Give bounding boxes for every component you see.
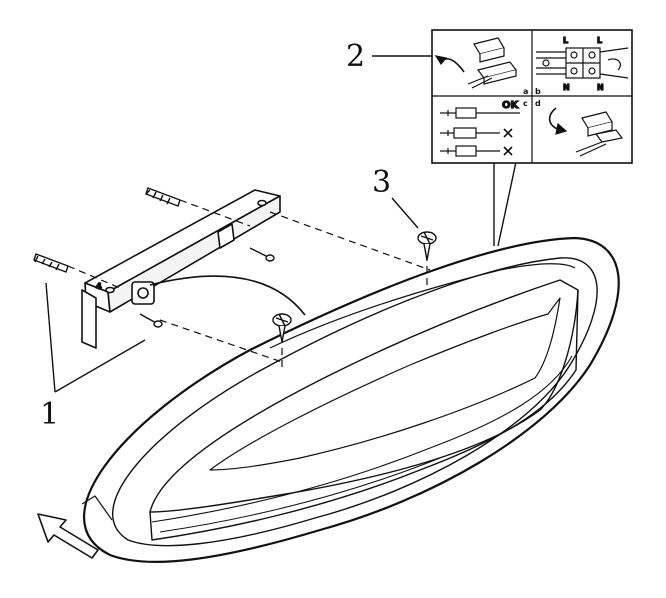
inset-label-d: d — [535, 99, 541, 108]
inset-label-c: c — [523, 99, 528, 108]
bracket-hole-right — [257, 199, 267, 207]
inset-cell-b: L L N N — [536, 35, 629, 93]
svg-text:N: N — [597, 83, 604, 92]
direction-arrow-icon — [37, 513, 99, 559]
callout-3: 3 — [372, 165, 391, 200]
shade-diffuser — [149, 279, 579, 513]
shade-bottom-band — [151, 355, 573, 523]
supply-cable — [149, 275, 306, 316]
shade-outer-rim — [82, 236, 620, 563]
svg-text:L: L — [597, 36, 602, 45]
shade-inner-rim — [111, 257, 598, 547]
bracket-slot — [217, 223, 235, 249]
bracket-hole-left — [105, 286, 115, 294]
callout-1: 1 — [40, 397, 59, 432]
svg-text:N: N — [563, 83, 570, 92]
cross-icon-2 — [503, 146, 513, 156]
callout-3-leader — [391, 197, 419, 229]
wiring-inset: L L N N a b c d OK — [431, 29, 633, 164]
svg-text:OK: OK — [502, 100, 520, 111]
svg-text:L: L — [563, 36, 568, 45]
lamp-shade — [81, 236, 620, 563]
callout-2: 2 — [346, 39, 365, 74]
bracket-back-plate — [81, 289, 97, 349]
wall-plug-lower — [33, 253, 69, 273]
inset-cell-c: OK — [440, 99, 520, 157]
mounting-bracket: 4 — [81, 189, 281, 349]
shade-bottom-lip — [149, 289, 579, 541]
callout-1-leaders — [45, 282, 146, 393]
inset-label-b: b — [535, 87, 541, 96]
shade-screw-top — [417, 231, 437, 261]
wall-plug-upper — [145, 187, 181, 207]
inset-cell-d — [548, 107, 624, 157]
shade-top-mouth — [269, 263, 576, 349]
bracket-screw-upper — [249, 247, 275, 262]
inset-leaders — [493, 161, 517, 247]
shade-screw-bottom — [272, 313, 292, 343]
inset-cell-a — [434, 37, 518, 89]
shade-inner-panel — [209, 297, 561, 471]
bracket-marking: 4 — [96, 282, 102, 291]
bracket-top-plate — [84, 189, 281, 293]
bracket-screw-lower — [139, 313, 163, 328]
cross-icon — [503, 128, 513, 138]
inset-label-a: a — [523, 87, 528, 96]
